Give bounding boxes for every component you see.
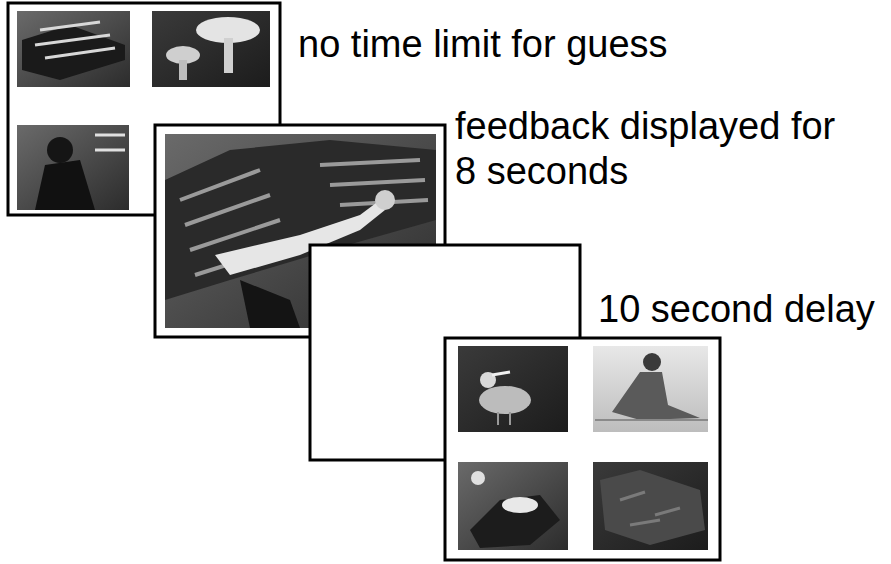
photo-thumbnail bbox=[593, 346, 708, 432]
photo-thumbnail bbox=[458, 346, 568, 432]
step-label: feedback displayed for 8 seconds bbox=[455, 104, 850, 194]
screen-frame bbox=[445, 338, 720, 560]
photo-thumbnail bbox=[593, 462, 708, 550]
photo-thumbnail bbox=[17, 11, 130, 87]
photo-thumbnail bbox=[152, 11, 270, 87]
step-label: 10 second delay bbox=[598, 287, 883, 332]
photo-thumbnail bbox=[458, 462, 568, 550]
screen-border bbox=[445, 338, 720, 560]
step-label: no time limit for guess bbox=[298, 22, 858, 67]
photo-thumbnail bbox=[17, 125, 129, 210]
